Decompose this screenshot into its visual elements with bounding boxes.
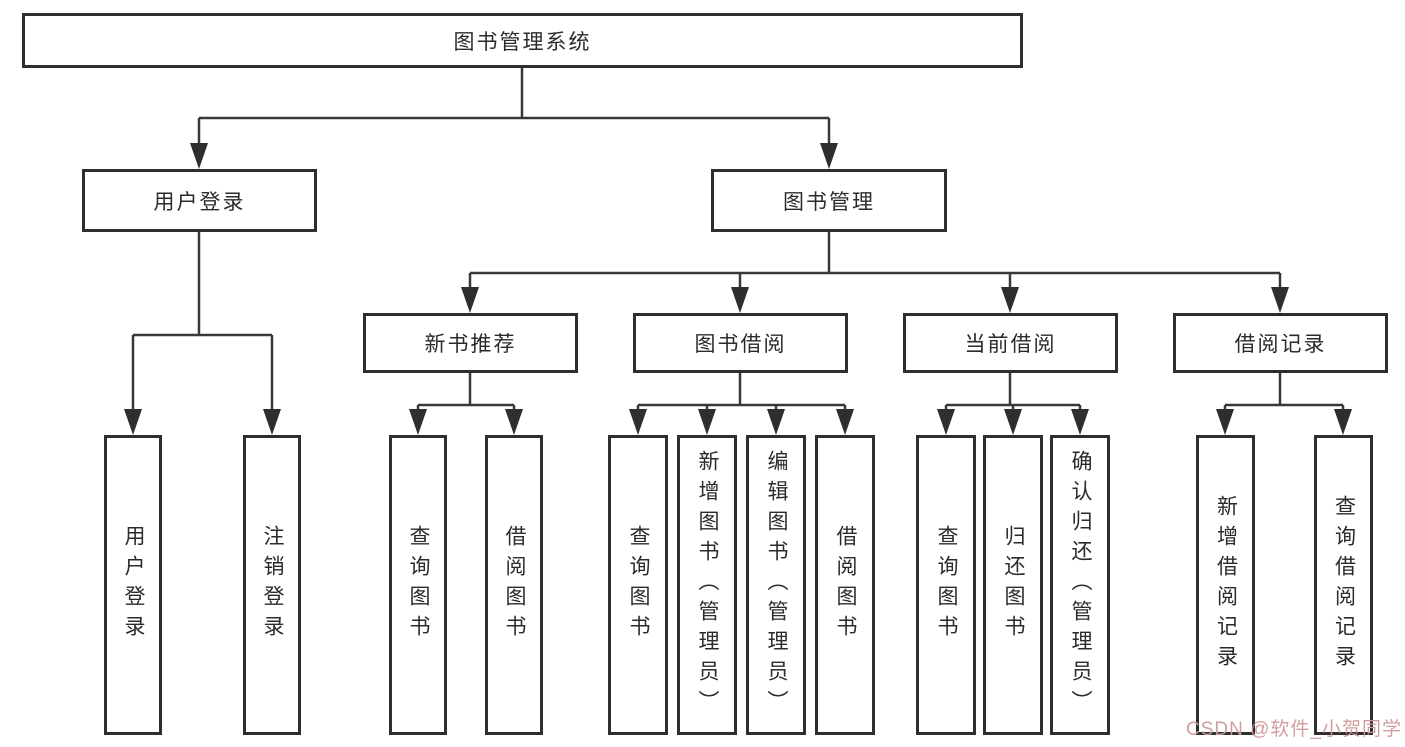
node-current-borrow-label: 当前借阅 — [964, 333, 1057, 356]
leaf-query-books-current: 查询图书 — [916, 435, 976, 735]
arrowheads — [124, 143, 1352, 435]
leaf-query-books-current-label: 查询图书 — [935, 525, 958, 645]
node-root-system: 图书管理系统 — [22, 13, 1023, 68]
node-book-management-label: 图书管理 — [783, 190, 875, 214]
node-book-borrow: 图书借阅 — [633, 313, 848, 373]
leaf-return-books: 归还图书 — [983, 435, 1043, 735]
leaf-confirm-return-admin-label: 确认归还（管理员） — [1069, 450, 1092, 720]
node-book-borrow-label: 图书借阅 — [694, 333, 787, 356]
leaf-return-books-label: 归还图书 — [1002, 525, 1025, 645]
leaf-borrow-books-recommend-label: 借阅图书 — [503, 525, 526, 645]
node-user-login: 用户登录 — [82, 169, 317, 232]
leaf-query-books-borrow: 查询图书 — [608, 435, 668, 735]
leaf-query-borrow-record-label: 查询借阅记录 — [1332, 495, 1356, 675]
watermark: CSDN @软件_小贺同学 — [1186, 719, 1402, 740]
leaf-edit-books-admin: 编辑图书（管理员） — [746, 435, 806, 735]
leaf-add-borrow-record: 新增借阅记录 — [1196, 435, 1255, 735]
node-new-book-recommend-label: 新书推荐 — [424, 333, 517, 356]
leaf-user-login: 用户登录 — [104, 435, 162, 735]
leaf-logout-label: 注销登录 — [261, 525, 284, 645]
leaf-borrow-books: 借阅图书 — [815, 435, 875, 735]
leaf-query-books-recommend: 查询图书 — [389, 435, 447, 735]
leaf-add-borrow-record-label: 新增借阅记录 — [1214, 495, 1238, 675]
leaf-edit-books-admin-label: 编辑图书（管理员） — [765, 450, 788, 720]
leaf-borrow-books-recommend: 借阅图书 — [485, 435, 543, 735]
node-borrow-records: 借阅记录 — [1173, 313, 1388, 373]
leaf-add-books-admin-label: 新增图书（管理员） — [696, 450, 719, 720]
node-user-login-label: 用户登录 — [153, 190, 246, 214]
node-root-label: 图书管理系统 — [453, 30, 592, 54]
leaf-logout: 注销登录 — [243, 435, 301, 735]
leaf-query-books-recommend-label: 查询图书 — [407, 525, 430, 645]
node-new-book-recommend: 新书推荐 — [363, 313, 578, 373]
node-current-borrow: 当前借阅 — [903, 313, 1118, 373]
leaf-query-books-borrow-label: 查询图书 — [627, 525, 650, 645]
leaf-confirm-return-admin: 确认归还（管理员） — [1050, 435, 1110, 735]
leaf-add-books-admin: 新增图书（管理员） — [677, 435, 737, 735]
leaf-borrow-books-label: 借阅图书 — [834, 525, 857, 645]
leaf-user-login-label: 用户登录 — [122, 525, 145, 645]
node-borrow-records-label: 借阅记录 — [1234, 333, 1327, 356]
node-book-management: 图书管理 — [711, 169, 947, 232]
leaf-query-borrow-record: 查询借阅记录 — [1314, 435, 1373, 735]
